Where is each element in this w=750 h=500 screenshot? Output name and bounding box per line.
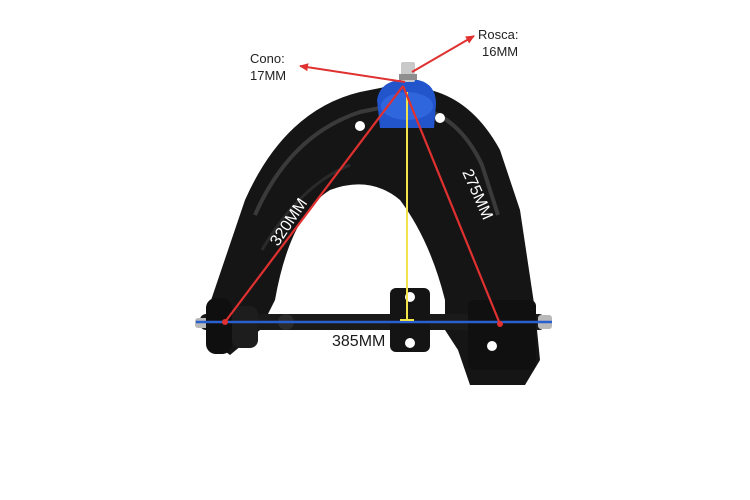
left-arm-line (224, 85, 404, 323)
right-arm-line (401, 85, 502, 325)
cone-callout: Cono: 17MM (250, 50, 286, 84)
dim-height-label: 255MM (389, 210, 406, 263)
thread-label: Rosca: (478, 27, 519, 42)
arrow-icon (411, 35, 475, 73)
thread-callout: Rosca: 16MM (478, 26, 518, 60)
cone-value: 17MM (250, 68, 287, 83)
thread-value: 16MM (482, 44, 519, 59)
dim-width-label: 385MM (332, 333, 385, 350)
cone-label: Cono: (250, 51, 285, 66)
arrow-icon (299, 63, 406, 83)
